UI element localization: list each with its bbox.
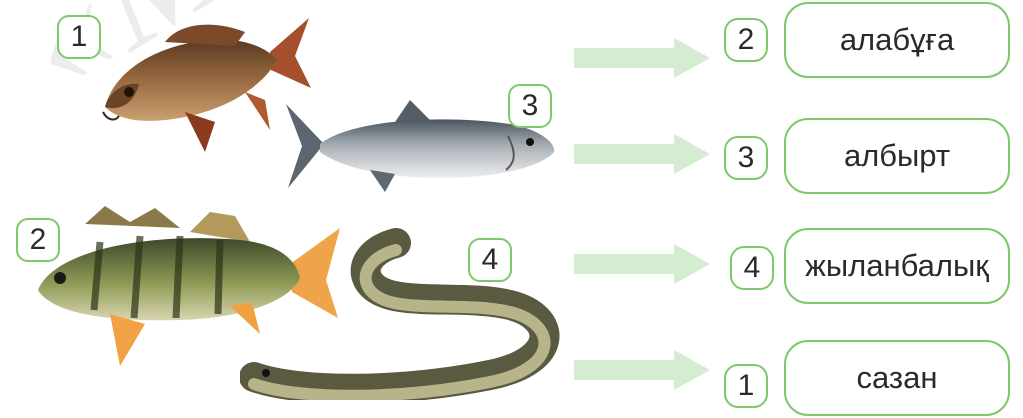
fish-number-badge-salmon: 3	[508, 84, 552, 128]
eel-fish-icon	[240, 225, 570, 400]
row-number-badge: 1	[724, 364, 768, 408]
row-number-badge: 2	[724, 18, 768, 62]
fish-number-badge-eel: 4	[468, 238, 512, 282]
row-number-badge: 4	[730, 246, 774, 290]
fish-name-box-4: сазан	[784, 340, 1010, 416]
fish-number-badge-perch: 2	[16, 218, 60, 262]
arrow-right-icon	[574, 38, 710, 78]
fish-name-box-1: алабұға	[784, 2, 1010, 78]
arrow-right-icon	[574, 244, 710, 284]
fish-number-badge-carp: 1	[57, 15, 101, 59]
fish-name-box-3: жыланбалық	[784, 228, 1010, 304]
row-number-badge: 3	[724, 136, 768, 180]
arrow-right-icon	[574, 134, 710, 174]
arrow-right-icon	[574, 350, 710, 390]
fish-name-box-2: албырт	[784, 118, 1010, 194]
